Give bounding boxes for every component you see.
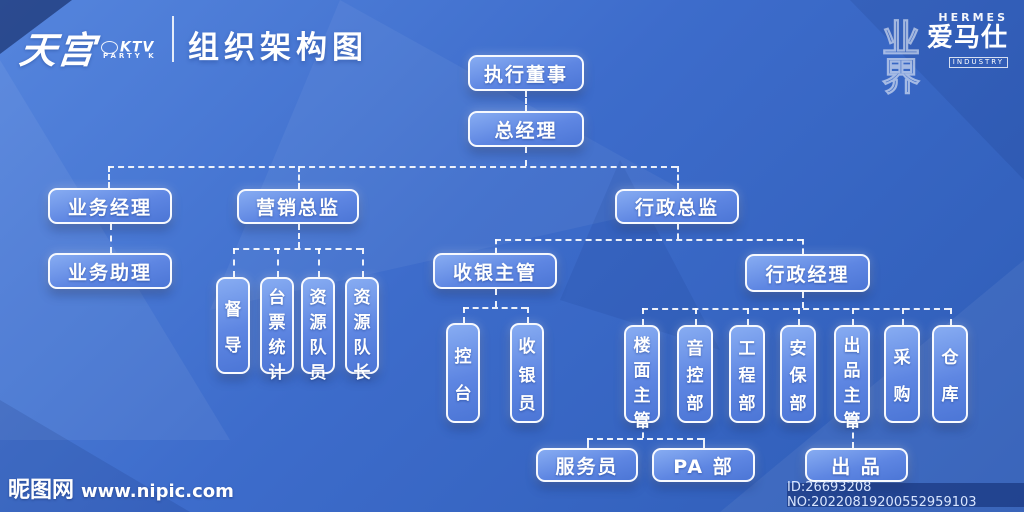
connector-line [677, 224, 679, 239]
node-production-supervisor: 出品主管 [834, 325, 870, 431]
connector-line [695, 308, 697, 325]
node-pa-dept: PA 部 [652, 448, 755, 482]
logo-badge-icon [101, 41, 118, 54]
brand-hermes: 业界 HERMES 爱马仕 INDUSTRY [878, 11, 1008, 97]
node-business-assistant: 业务助理 [48, 253, 172, 289]
connector-line [587, 438, 589, 448]
connector-line [495, 289, 497, 307]
node-audio-control: 音控部 [677, 325, 713, 423]
connector-line [747, 308, 749, 325]
connector-line [233, 248, 235, 277]
connector-line [902, 308, 904, 325]
connector-line [642, 308, 950, 310]
node-admin-manager: 行政经理 [745, 254, 870, 292]
node-engineering: 工程部 [729, 325, 765, 423]
connector-line [495, 239, 497, 253]
brand-outline-cn: 业界 [881, 17, 920, 99]
brand-industry-text: INDUSTRY [948, 57, 1008, 68]
node-resource-leader: 资源队长 [345, 277, 379, 383]
connector-line [587, 438, 703, 440]
node-warehouse: 仓库 [932, 325, 968, 423]
node-security-dept: 安保部 [780, 325, 816, 423]
node-control-desk: 控台 [446, 323, 480, 423]
node-ticket-stats: 台票统计 [260, 277, 294, 383]
node-supervisor: 督导 [216, 277, 250, 374]
connector-line [495, 239, 803, 241]
connector-line [525, 147, 527, 166]
node-exec-director: 执行董事 [468, 55, 584, 91]
connector-line [362, 248, 364, 277]
watermark: 昵图网 www.nipic.com [8, 472, 234, 504]
connector-line [798, 308, 800, 325]
node-waiter: 服务员 [536, 448, 638, 482]
node-cashier: 收银员 [510, 323, 544, 423]
node-production: 出 品 [805, 448, 908, 482]
stock-id-bar: ID:26693208 NO:20220819200552959103 [787, 480, 1024, 510]
node-marketing-director: 营销总监 [237, 189, 359, 224]
connector-line [703, 438, 705, 448]
connector-line [852, 308, 854, 325]
connector-line [525, 91, 527, 111]
node-resource-member: 资源队员 [301, 277, 335, 383]
connector-line [318, 248, 320, 277]
connector-line [233, 248, 362, 250]
header-divider [172, 16, 174, 62]
connector-line [802, 239, 804, 254]
connector-line [298, 166, 300, 189]
watermark-url: www.nipic.com [81, 481, 234, 502]
connector-line [950, 308, 952, 325]
connector-line [527, 307, 529, 323]
logo-tiangong: 天宫 [17, 29, 98, 72]
node-purchasing: 采购 [884, 325, 920, 423]
node-cashier-supervisor: 收银主管 [433, 253, 557, 289]
connector-line [463, 307, 527, 309]
node-floor-supervisor: 楼面主管 [624, 325, 660, 431]
connector-line [277, 248, 279, 277]
node-admin-director: 行政总监 [615, 189, 739, 224]
connector-line [463, 307, 465, 323]
connector-line [108, 166, 677, 168]
node-general-manager: 总经理 [468, 111, 584, 147]
logo-ktv: KTV [101, 37, 154, 56]
node-business-manager: 业务经理 [48, 188, 172, 224]
watermark-site: 昵图网 [8, 478, 75, 503]
connector-line [110, 224, 112, 253]
brand-hermes-text: HERMES [938, 11, 1008, 24]
connector-line [298, 224, 300, 248]
connector-line [677, 166, 679, 189]
logo-party-k: PARTY K [103, 52, 157, 60]
brand-cn-text: 爱马仕 [926, 23, 1008, 53]
page-title: 组织架构图 [188, 30, 368, 66]
connector-line [108, 166, 110, 188]
connector-line [802, 292, 804, 308]
connector-line [642, 308, 644, 325]
